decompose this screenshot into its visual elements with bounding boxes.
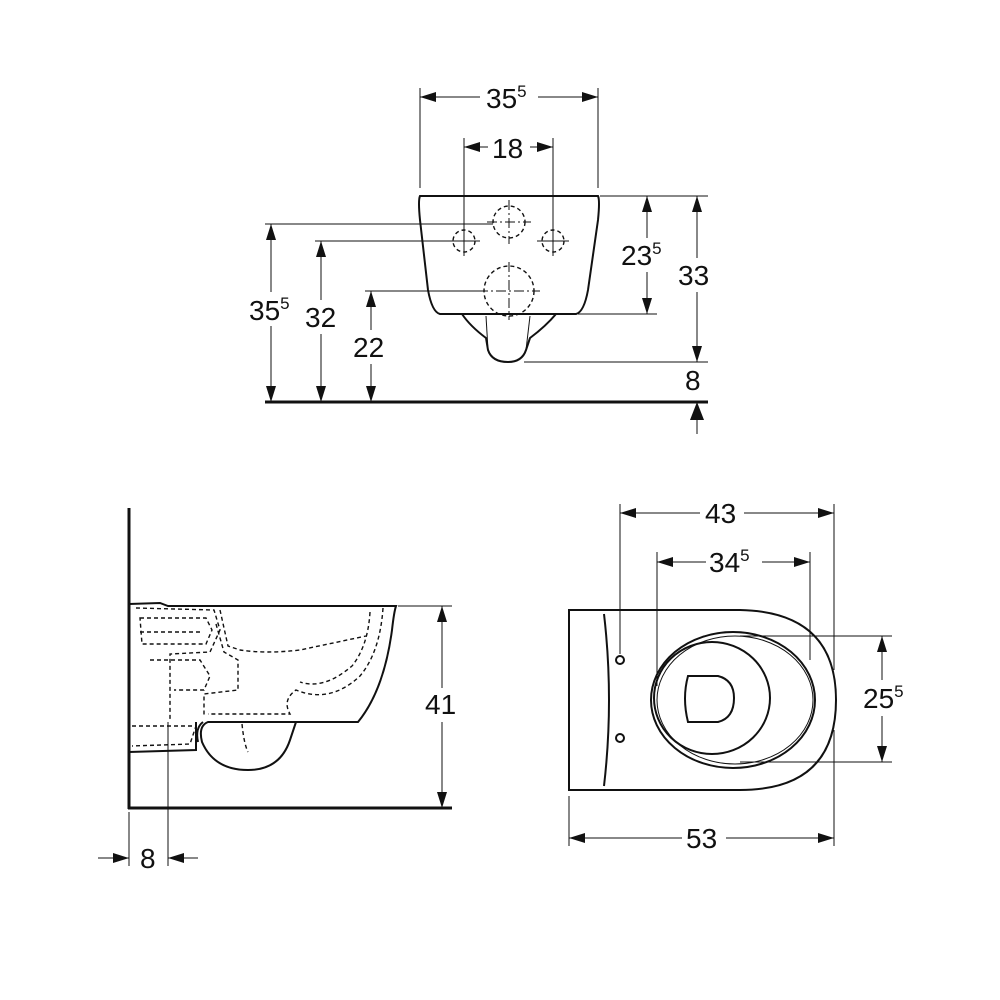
front-bowl-outline	[418, 195, 600, 315]
label-bg-inner-width	[860, 680, 916, 716]
top-rim-outer	[650, 631, 816, 769]
label-width-total: 355	[486, 82, 527, 114]
front-view: 355 18 235 33 8 355 32 22	[246, 80, 717, 434]
label-bg-bowl-height	[618, 238, 674, 272]
label-height-top-holes: 355	[249, 294, 290, 326]
top-fixing-hole-lower	[615, 733, 625, 743]
label-height-side-holes: 32	[305, 302, 336, 333]
front-outlet-tail	[461, 313, 557, 364]
side-outlet-curve	[196, 721, 204, 743]
label-bg-holes	[488, 130, 530, 164]
label-overall-height: 33	[678, 260, 709, 291]
top-rim-inner	[656, 635, 814, 765]
label-bg-overall-height	[675, 258, 717, 292]
label-bg-top-holes	[246, 292, 298, 326]
top-fixing-hole-upper	[615, 655, 625, 665]
top-view: 43 345 255 53	[568, 496, 916, 856]
label-bg-outer-length	[700, 496, 744, 530]
label-inner-length: 345	[709, 546, 750, 578]
label-side-height: 41	[425, 689, 456, 720]
front-outlet-inner-left	[485, 315, 489, 351]
label-bg-outlet	[350, 330, 390, 364]
label-bg-side-holes	[302, 300, 342, 334]
label-height-outlet: 22	[353, 332, 384, 363]
label-outer-length: 43	[705, 498, 736, 529]
side-bowl-outline	[128, 601, 398, 772]
side-view: 41 8	[98, 508, 462, 874]
dim-arrow-drop	[690, 402, 704, 420]
label-bowl-height: 235	[621, 239, 662, 271]
side-trap-hidden-line-4	[131, 725, 197, 747]
label-total-length: 53	[686, 823, 717, 854]
label-wall-offset: 8	[140, 843, 156, 874]
label-bg-total-length	[682, 822, 726, 856]
label-bg-side-height	[422, 688, 462, 722]
top-outer-outline	[568, 609, 838, 791]
top-outlet	[684, 675, 736, 723]
label-outlet-drop: 8	[685, 365, 701, 396]
side-trap-hidden-line-3	[241, 723, 249, 753]
label-bg-inner-length	[706, 545, 762, 579]
label-bg-width	[480, 80, 538, 114]
top-bowl-opening	[653, 641, 771, 755]
label-inner-width: 255	[863, 682, 904, 714]
front-outlet-inner-right	[525, 315, 531, 351]
label-hole-spacing: 18	[492, 133, 523, 164]
side-trap-hidden-line	[135, 607, 384, 720]
top-rear-edge	[603, 613, 610, 787]
